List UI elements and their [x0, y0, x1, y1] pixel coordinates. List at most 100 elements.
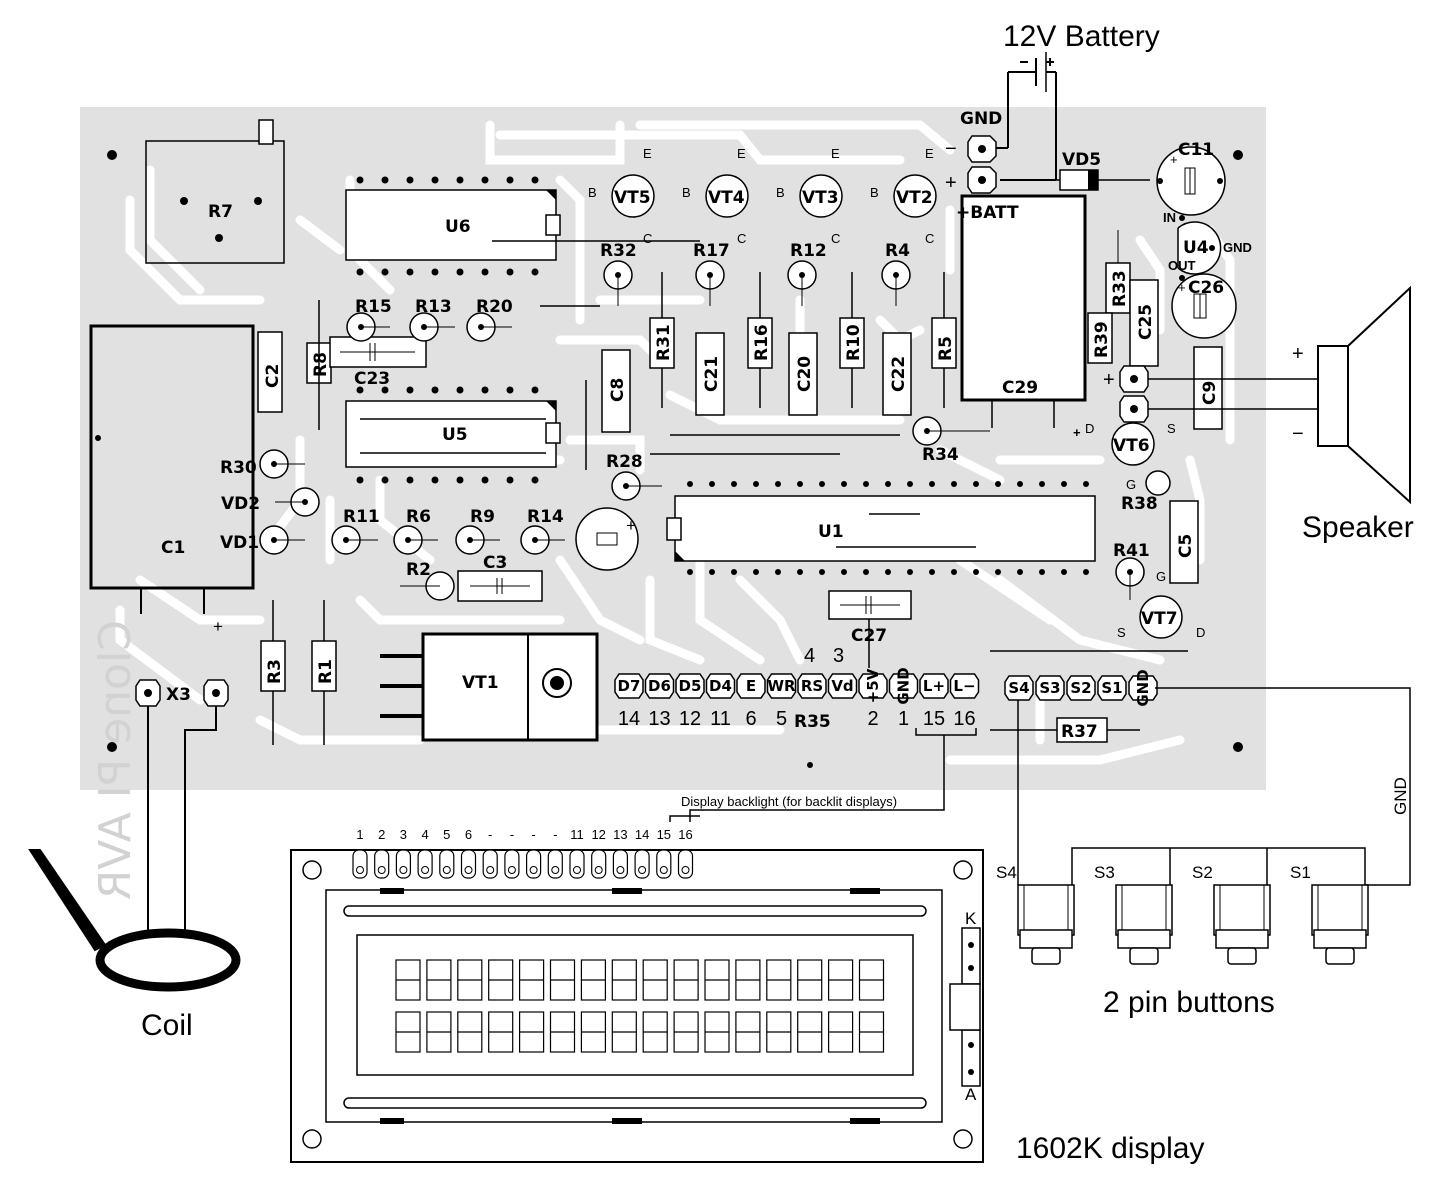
r9-label: R9 — [470, 507, 495, 527]
lcd-module-pin — [352, 849, 368, 879]
lcd-header-pin: D7 — [614, 673, 644, 699]
r6-label: R6 — [406, 507, 431, 527]
r13-label: R13 — [415, 297, 452, 317]
c25-label: C25 — [1136, 304, 1156, 340]
u6-pins — [356, 176, 539, 276]
lcd-upper-number-1: 4 — [804, 645, 815, 667]
lcd-header-pin-label: D7 — [618, 677, 641, 695]
lcd-header-pin: WR — [766, 673, 797, 699]
button-label: S2 — [1192, 863, 1213, 882]
u4-out-label: OUT — [1168, 258, 1196, 273]
speaker-minus: − — [1292, 423, 1304, 445]
lcd-header-pin-label: WR — [767, 677, 796, 695]
c21-label: C21 — [702, 356, 722, 392]
r5-label: R5 — [936, 336, 956, 361]
r17-label: R17 — [693, 241, 730, 261]
lcd-cell — [797, 1011, 823, 1053]
lcd-header-number: 12 — [679, 708, 701, 730]
speaker-connector — [1119, 365, 1149, 423]
lcd-pin-number: 5 — [443, 827, 450, 842]
r14-resistor — [520, 525, 565, 555]
vt4-b-pin: B — [682, 185, 691, 200]
svg-text:+: + — [1170, 152, 1178, 167]
vt3-b-pin: B — [776, 185, 785, 200]
lcd-pin-number: 6 — [465, 827, 472, 842]
r41-resistor — [1115, 557, 1145, 600]
vt3-c-pin: C — [831, 231, 840, 246]
lcd-cell — [488, 959, 514, 1001]
r15-resistor — [346, 312, 390, 342]
u4-gnd-label: GND — [1223, 240, 1252, 255]
vt2-label: VT2 — [896, 188, 933, 208]
c21-capacitor — [695, 332, 725, 416]
speaker-icon — [1317, 285, 1411, 505]
vt7-transistor — [1139, 595, 1183, 639]
r4-resistor — [881, 260, 911, 306]
c22-capacitor — [882, 332, 912, 416]
push-button — [1311, 884, 1369, 965]
c20-capacitor — [788, 332, 818, 416]
vt6-plus: + — [1073, 425, 1081, 440]
u1-label: U1 — [818, 522, 844, 542]
r30-label: R30 — [220, 458, 257, 478]
lcd-header-pin-label: +5V — [864, 668, 882, 703]
batt-label: +BATT — [956, 203, 1019, 223]
r33-resistor — [1105, 262, 1131, 314]
lcd-module-pin — [569, 849, 585, 879]
u4-regulator — [1177, 221, 1222, 275]
lcd-cell — [426, 1011, 452, 1053]
c29-label: C29 — [1002, 378, 1038, 398]
battery-connector — [967, 135, 997, 194]
r3-label: R3 — [265, 659, 285, 684]
r11-label: R11 — [343, 507, 380, 527]
vd1-label: VD1 — [220, 533, 259, 553]
lcd-pin-number: - — [531, 827, 535, 842]
lcd-upper-number-2: 3 — [833, 645, 844, 667]
lcd-pin-number: - — [510, 827, 514, 842]
r1-label: R1 — [316, 659, 336, 684]
lcd-pin-number: 16 — [678, 827, 692, 842]
lcd-header-pin-label: GND — [895, 667, 913, 704]
u5-ic — [345, 400, 557, 468]
vd2-diode — [275, 487, 320, 517]
lcd-header-pin: Vd — [827, 673, 858, 699]
r1-resistor — [311, 640, 337, 692]
r13-resistor — [409, 312, 455, 342]
c9-capacitor — [1193, 346, 1223, 430]
vt3-transistor — [799, 174, 843, 218]
lcd-module-pin — [656, 849, 672, 879]
lcd-header-pin-label: L− — [953, 677, 975, 695]
u1-ic — [674, 495, 1096, 562]
lcd-module-pin — [439, 849, 455, 879]
lcd-module-pin — [525, 849, 542, 879]
r32-resistor — [603, 260, 633, 306]
lcd-header-pin: GND — [888, 667, 919, 705]
vt6-s-pin: S — [1167, 421, 1176, 436]
lcd-character-cells — [395, 959, 885, 1053]
c8-capacitor — [601, 349, 631, 433]
battery-minus: − — [945, 138, 957, 160]
button-header-pin: S2 — [1066, 675, 1096, 701]
button-label: S4 — [996, 863, 1017, 882]
lcd-pin-number: 15 — [657, 827, 671, 842]
r39-label: R39 — [1092, 321, 1112, 358]
lcd-pin-number: 3 — [400, 827, 407, 842]
r38-label: R38 — [1121, 494, 1158, 514]
r35-label: R35 — [794, 712, 831, 732]
lcd-cell — [426, 959, 452, 1001]
r16-resistor — [747, 317, 773, 369]
vt4-label: VT4 — [708, 188, 745, 208]
lcd-header-pin-label: RS — [801, 677, 823, 695]
u1-pins — [687, 481, 1089, 575]
lcd-cell — [518, 1011, 545, 1053]
vt5-e-pin: E — [643, 146, 652, 161]
c8-label: C8 — [608, 378, 628, 402]
svg-text:+: + — [1178, 280, 1186, 295]
r38-resistor — [1145, 470, 1171, 496]
lcd-cell — [642, 1011, 668, 1053]
button-header-pin: GND — [1128, 669, 1158, 707]
button-header-pin: S4 — [1004, 675, 1034, 701]
r4-label: R4 — [885, 241, 910, 261]
